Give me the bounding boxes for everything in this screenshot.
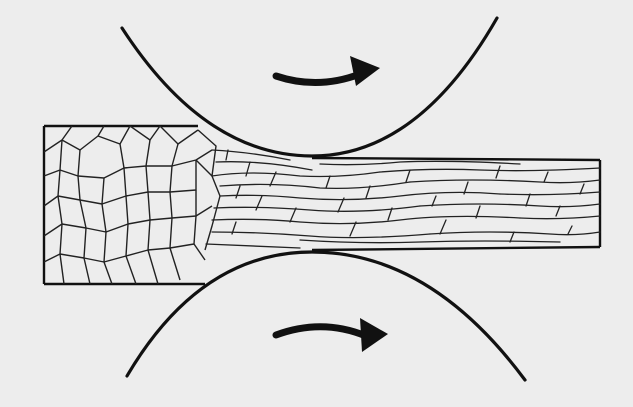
- curved-arrow-right-icon: [276, 318, 388, 352]
- workpiece-bottom-edge-exit: [312, 247, 600, 250]
- top-roller: [122, 18, 497, 156]
- curved-arrow-right-icon: [276, 56, 380, 86]
- workpiece-top-edge-exit: [312, 158, 600, 160]
- grains-elongated: [206, 150, 600, 248]
- grains-equiaxed: [44, 126, 220, 284]
- bottom-roller: [127, 252, 525, 380]
